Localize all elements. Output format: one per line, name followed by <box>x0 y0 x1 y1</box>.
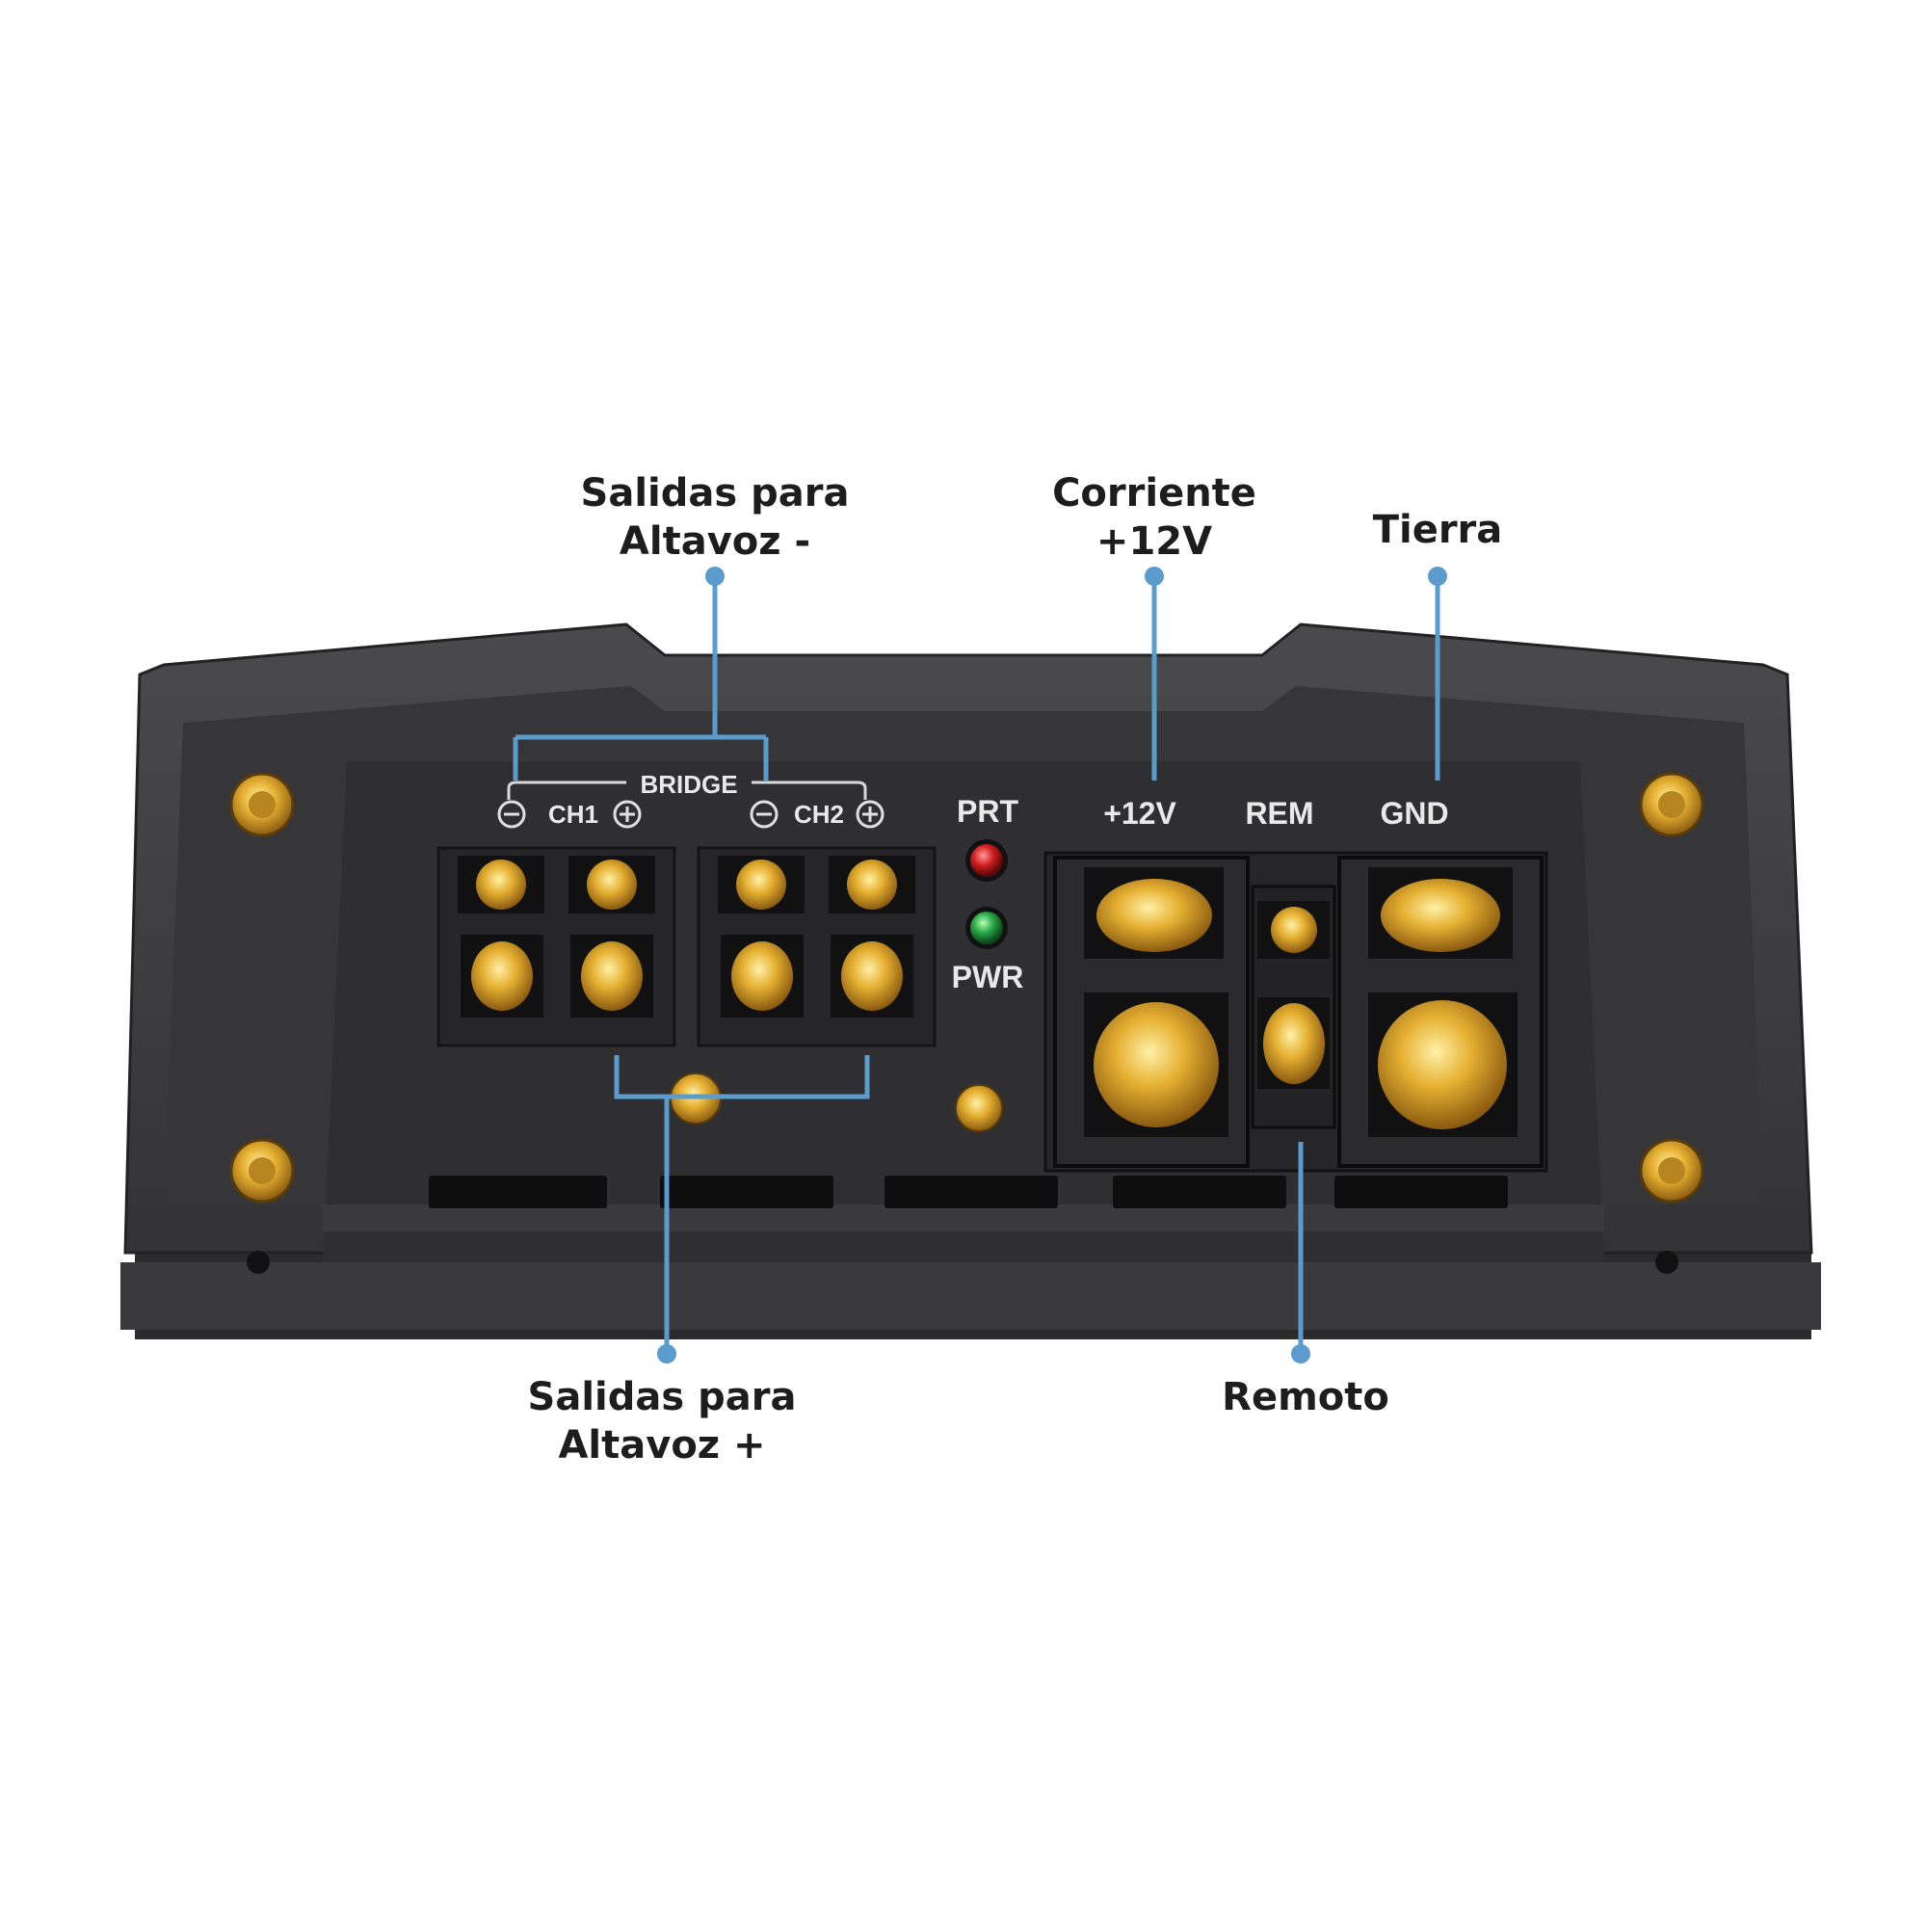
ch1-label: CH1 <box>548 800 598 829</box>
mount-hole-icon <box>1655 1251 1678 1274</box>
gnd-terminal-icon <box>1378 879 1507 1129</box>
callout-speaker-neg-line2: Altavoz - <box>619 519 811 564</box>
plus12v-label: +12V <box>1103 796 1176 831</box>
callout-speaker-pos: Salidas para Altavoz + <box>469 1373 855 1469</box>
panel-screw-icon <box>955 1084 1003 1132</box>
speaker-terminal-block-ch1 <box>436 846 676 1047</box>
callout-ground-line1: Tierra <box>1372 508 1503 552</box>
speaker-pos-leader <box>614 1055 870 1354</box>
rem-terminal-icon <box>1263 907 1325 1084</box>
callout-power: Corriente +12V <box>990 469 1318 566</box>
housing-screw-icon <box>229 772 295 837</box>
callout-dot-icon <box>1145 567 1164 586</box>
callout-speaker-pos-line1: Salidas para <box>527 1375 797 1419</box>
bridge-bracket: BRIDGE <box>507 770 867 800</box>
callout-remote-line1: Remoto <box>1222 1375 1389 1419</box>
callout-power-line1: Corriente <box>1052 471 1256 516</box>
housing-screw-icon <box>1639 772 1704 837</box>
plus12v-terminal-icon <box>1094 879 1219 1127</box>
callout-power-line2: +12V <box>1095 519 1213 564</box>
gnd-label: GND <box>1380 796 1448 831</box>
bridge-label: BRIDGE <box>640 770 737 799</box>
housing-screw-icon <box>1639 1138 1704 1204</box>
callout-speaker-neg: Salidas para Altavoz - <box>522 469 908 566</box>
callout-dot-icon <box>1428 567 1447 586</box>
minus-circle-icon <box>750 800 779 829</box>
plus-circle-icon <box>856 800 884 829</box>
callout-dot-icon <box>1291 1344 1310 1363</box>
pwr-label: PWR <box>952 960 1024 994</box>
housing-screw-icon <box>229 1138 295 1204</box>
minus-circle-icon <box>497 800 526 829</box>
callout-leader-lines <box>513 576 1440 1354</box>
prt-led-icon <box>965 839 1008 882</box>
rem-label: REM <box>1245 796 1313 831</box>
callout-dot-icon <box>705 567 725 586</box>
callout-speaker-neg-line1: Salidas para <box>580 471 850 516</box>
mount-hole-icon <box>247 1251 270 1274</box>
callout-dot-icon <box>657 1344 676 1363</box>
speaker-neg-leader <box>513 576 769 781</box>
ventilation-slots <box>429 1176 1508 1208</box>
ch2-label: CH2 <box>794 800 844 829</box>
callout-remote: Remoto <box>1161 1373 1450 1421</box>
speaker-terminal-block-ch2 <box>697 846 937 1047</box>
plus-circle-icon <box>613 800 642 829</box>
pwr-led-icon <box>965 907 1008 949</box>
callout-speaker-pos-line2: Altavoz + <box>558 1423 766 1468</box>
prt-label: PRT <box>957 794 1018 829</box>
callout-ground: Tierra <box>1312 506 1563 554</box>
